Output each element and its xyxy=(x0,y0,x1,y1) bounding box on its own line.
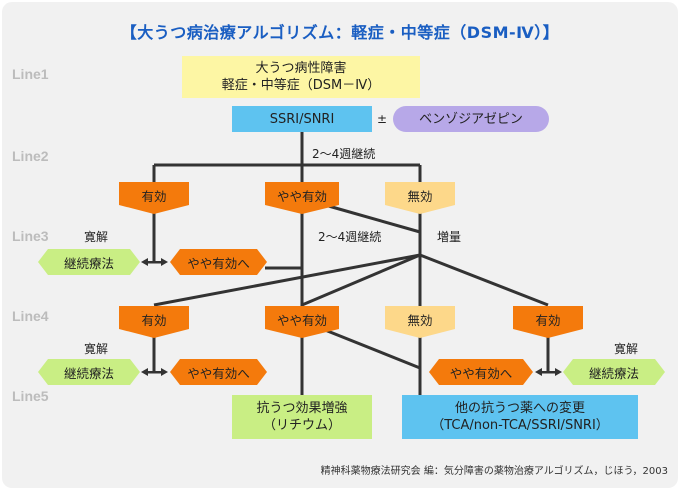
shape-ineffective-2 xyxy=(385,306,455,338)
increase-dose-label: 増量 xyxy=(437,230,462,244)
ineffective-label-2: 無効 xyxy=(407,312,433,328)
effective-label-3: 有効 xyxy=(535,312,561,328)
arrow-right-3 xyxy=(555,368,562,376)
line-label-4: Line4 xyxy=(12,308,49,324)
to-somewhat-effective-label-1: やや有効へ xyxy=(187,255,250,271)
ssri-snri-box: SSRI/SNRI xyxy=(232,106,372,132)
arrow-left-1 xyxy=(141,258,148,266)
shape-ineffective-1 xyxy=(385,182,455,214)
line-label-5: Line5 xyxy=(12,388,49,404)
remission-label-3: 寛解 xyxy=(614,342,639,356)
double-arrows xyxy=(141,258,562,376)
arrow-left-2 xyxy=(141,368,148,376)
shape-somewhat-2 xyxy=(265,306,339,338)
arrow-bar-1 xyxy=(147,261,162,264)
shape-continue-2 xyxy=(38,359,140,385)
shape-somewhat-1 xyxy=(265,182,339,214)
source-citation: 精神科薬物療法研究会 編：気分障害の薬物治療アルゴリズム，じほう，2003 xyxy=(320,466,668,477)
connector-diag-mid xyxy=(301,253,421,307)
shape-effective-3 xyxy=(513,306,583,338)
benzodiazepine-box: ベンゾジアゼピン xyxy=(393,106,549,132)
switch-line1: 他の抗うつ薬への変更 xyxy=(454,401,585,416)
continuation-therapy-label-2: 継続療法 xyxy=(63,365,114,381)
augmentation-line2: （リチウム） xyxy=(262,418,341,433)
connector-diag-left xyxy=(153,253,421,307)
ineffective-label-1: 無効 xyxy=(407,188,433,204)
line-label-3: Line3 xyxy=(12,228,49,244)
arrow-right-2 xyxy=(161,368,168,376)
effective-label-2: 有効 xyxy=(141,312,167,328)
remission-label-2: 寛解 xyxy=(84,342,109,356)
somewhat-effective-label-1: やや有効 xyxy=(276,188,327,204)
shape-continue-1 xyxy=(38,249,140,275)
continuation-therapy-label-1: 継続療法 xyxy=(63,255,114,271)
somewhat-effective-label-2: やや有効 xyxy=(276,312,327,328)
plus-minus-sign: ± xyxy=(377,112,388,126)
diagnosis-box: 大うつ病性障害 軽症・中等症（DSM－Ⅳ） xyxy=(182,56,420,98)
benzodiazepine-label: ベンゾジアゼピン xyxy=(419,111,523,127)
arrow-bar-3 xyxy=(541,371,556,374)
arrow-left-3 xyxy=(535,368,542,376)
diagnosis-line1: 大うつ病性障害 xyxy=(255,61,347,76)
shape-continue-3 xyxy=(563,359,665,385)
shape-effective-1 xyxy=(119,182,189,214)
arrow-bar-2 xyxy=(147,371,162,374)
ssri-snri-label: SSRI/SNRI xyxy=(269,111,335,127)
switch-antidepressant-box: 他の抗うつ薬への変更 （TCA/non-TCA/SSRI/SNRI） xyxy=(402,395,638,439)
continue-weeks-label-1: 2～4週継続 xyxy=(312,147,376,161)
augmentation-line1: 抗うつ効果増強 xyxy=(256,401,348,416)
to-somewhat-effective-label-2: やや有効へ xyxy=(187,365,250,381)
arrow-right-1 xyxy=(161,258,168,266)
diagnosis-line2: 軽症・中等症（DSM－Ⅳ） xyxy=(221,78,381,93)
line-label-1: Line1 xyxy=(12,66,49,82)
continue-weeks-label-2: 2～4週継続 xyxy=(318,230,382,244)
diagram-title: 【大うつ病治療アルゴリズム：軽症・中等症（DSM-Ⅳ）】 xyxy=(120,23,560,42)
shape-to-somewhat-3 xyxy=(429,359,533,385)
connector-somewhat1-diag xyxy=(324,203,421,234)
remission-label-1: 寛解 xyxy=(84,230,109,244)
shape-to-somewhat-1 xyxy=(170,249,267,275)
shape-to-somewhat-2 xyxy=(170,359,267,385)
line-label-2: Line2 xyxy=(12,148,49,164)
effective-label-1: 有効 xyxy=(141,188,167,204)
switch-line2: （TCA/non-TCA/SSRI/SNRI） xyxy=(431,418,609,433)
to-somewhat-effective-label-3: やや有効へ xyxy=(449,365,513,381)
augmentation-box: 抗うつ効果増強 （リチウム） xyxy=(232,395,372,439)
continuation-therapy-label-3: 継続療法 xyxy=(588,365,639,381)
connector-diag-right xyxy=(419,253,549,307)
connector-somewhat2-diag xyxy=(324,328,421,370)
shape-effective-2 xyxy=(119,306,189,338)
